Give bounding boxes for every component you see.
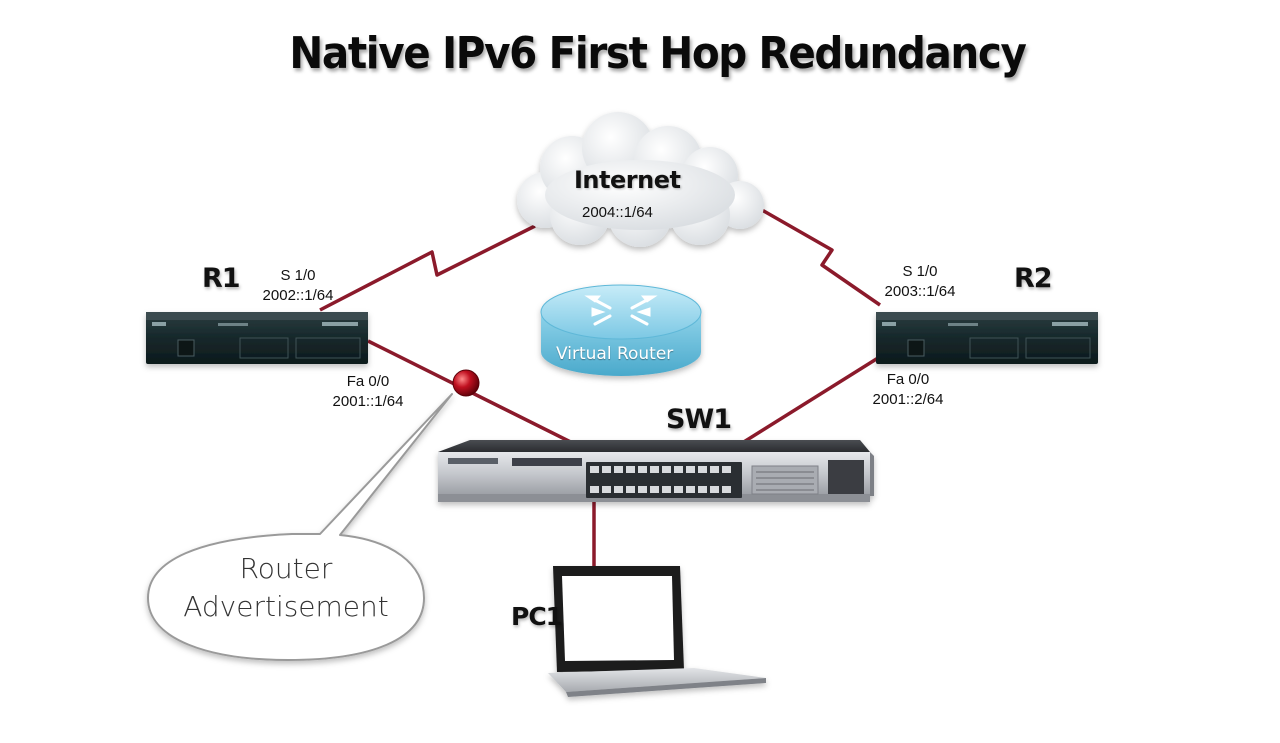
pc1-laptop bbox=[548, 566, 766, 697]
ra-callout-text: Router Advertisement bbox=[168, 550, 404, 626]
pc1-label: PC1 bbox=[511, 602, 563, 631]
diagram-title: Native IPv6 First Hop Redundancy bbox=[289, 28, 1026, 79]
r1-fa-iface-addr: 2001::1/64 bbox=[332, 393, 404, 410]
internet-address: 2004::1/64 bbox=[582, 204, 653, 221]
r1-serial-interface: S 1/0 2002::1/64 bbox=[252, 266, 344, 306]
ra-callout-line1: Router bbox=[239, 552, 333, 585]
sw1-label: SW1 bbox=[666, 404, 732, 435]
r2-fa-iface-name: Fa 0/0 bbox=[886, 371, 930, 388]
ra-callout-line2: Advertisement bbox=[183, 590, 389, 623]
r1-serial-iface-addr: 2002::1/64 bbox=[262, 287, 334, 304]
r1-fa-iface-name: Fa 0/0 bbox=[346, 373, 390, 390]
internet-label: Internet bbox=[574, 166, 681, 194]
r1-serial-iface-name: S 1/0 bbox=[280, 267, 316, 284]
r2-fa-interface: Fa 0/0 2001::2/64 bbox=[862, 370, 954, 410]
r2-serial-iface-addr: 2003::1/64 bbox=[884, 283, 956, 300]
r2-fa-iface-addr: 2001::2/64 bbox=[872, 391, 944, 408]
r1-router bbox=[146, 312, 368, 364]
ra-marker bbox=[452, 369, 480, 397]
ra-callout-bubble bbox=[147, 393, 453, 661]
virtual-router-icon bbox=[540, 284, 702, 376]
r2-router bbox=[876, 312, 1098, 364]
r1-fa-interface: Fa 0/0 2001::1/64 bbox=[322, 372, 414, 412]
virtual-router-label: Virtual Router bbox=[556, 344, 674, 364]
link-r2-internet bbox=[761, 208, 881, 307]
sw1-switch bbox=[438, 440, 874, 502]
r2-serial-iface-name: S 1/0 bbox=[902, 263, 938, 280]
r2-serial-interface: S 1/0 2003::1/64 bbox=[874, 262, 966, 302]
r1-label: R1 bbox=[202, 263, 241, 294]
r2-label: R2 bbox=[1014, 263, 1053, 294]
link-r1-internet bbox=[319, 224, 536, 312]
internet-cloud bbox=[517, 112, 764, 247]
